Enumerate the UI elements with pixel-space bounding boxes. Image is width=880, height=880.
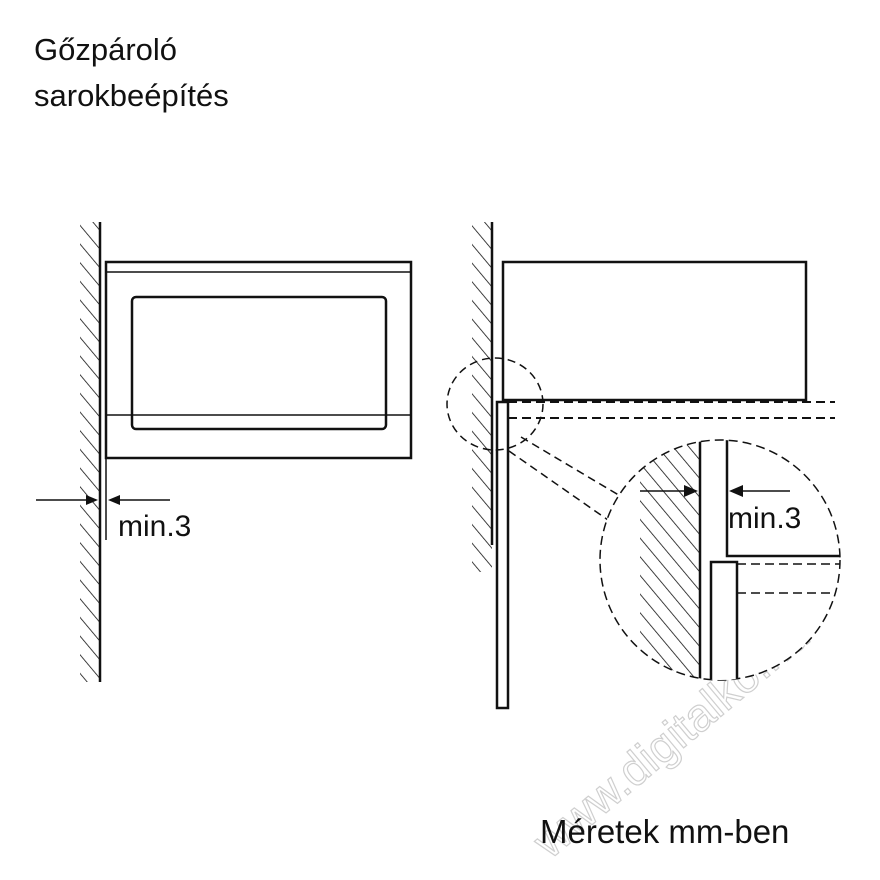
gap-arrow-right-head	[108, 495, 120, 505]
front-view: min.3	[36, 222, 413, 682]
detail-wall-hatching	[640, 440, 700, 680]
detail-leader-line-lower	[508, 450, 609, 521]
side-view	[446, 222, 835, 710]
appliance-side-body	[501, 260, 808, 402]
detail-leader-line-upper	[520, 436, 623, 498]
detail-dimension-label: min.3	[728, 502, 801, 535]
gap-arrow-left-head	[86, 495, 98, 505]
appliance-body	[104, 260, 413, 460]
cabinet-side-panel	[495, 400, 510, 710]
appliance-door-window	[130, 295, 388, 431]
side-wall-hatching	[472, 222, 492, 572]
units-caption: Méretek mm-ben	[540, 813, 790, 850]
detail-arrow-left-head	[684, 485, 698, 497]
title-line-1: Gőzpároló	[34, 32, 178, 67]
detail-cabinet-panel	[709, 560, 739, 680]
detail-marker-circle	[446, 357, 544, 451]
title-line-2: sarokbeépítés	[34, 78, 229, 113]
gap-dimension-label: min.3	[118, 510, 191, 543]
detail-appliance-corner	[725, 440, 840, 558]
wall-hatching	[80, 222, 100, 682]
corner-detail: min.3	[599, 439, 841, 681]
detail-arrow-right-head	[729, 485, 743, 497]
